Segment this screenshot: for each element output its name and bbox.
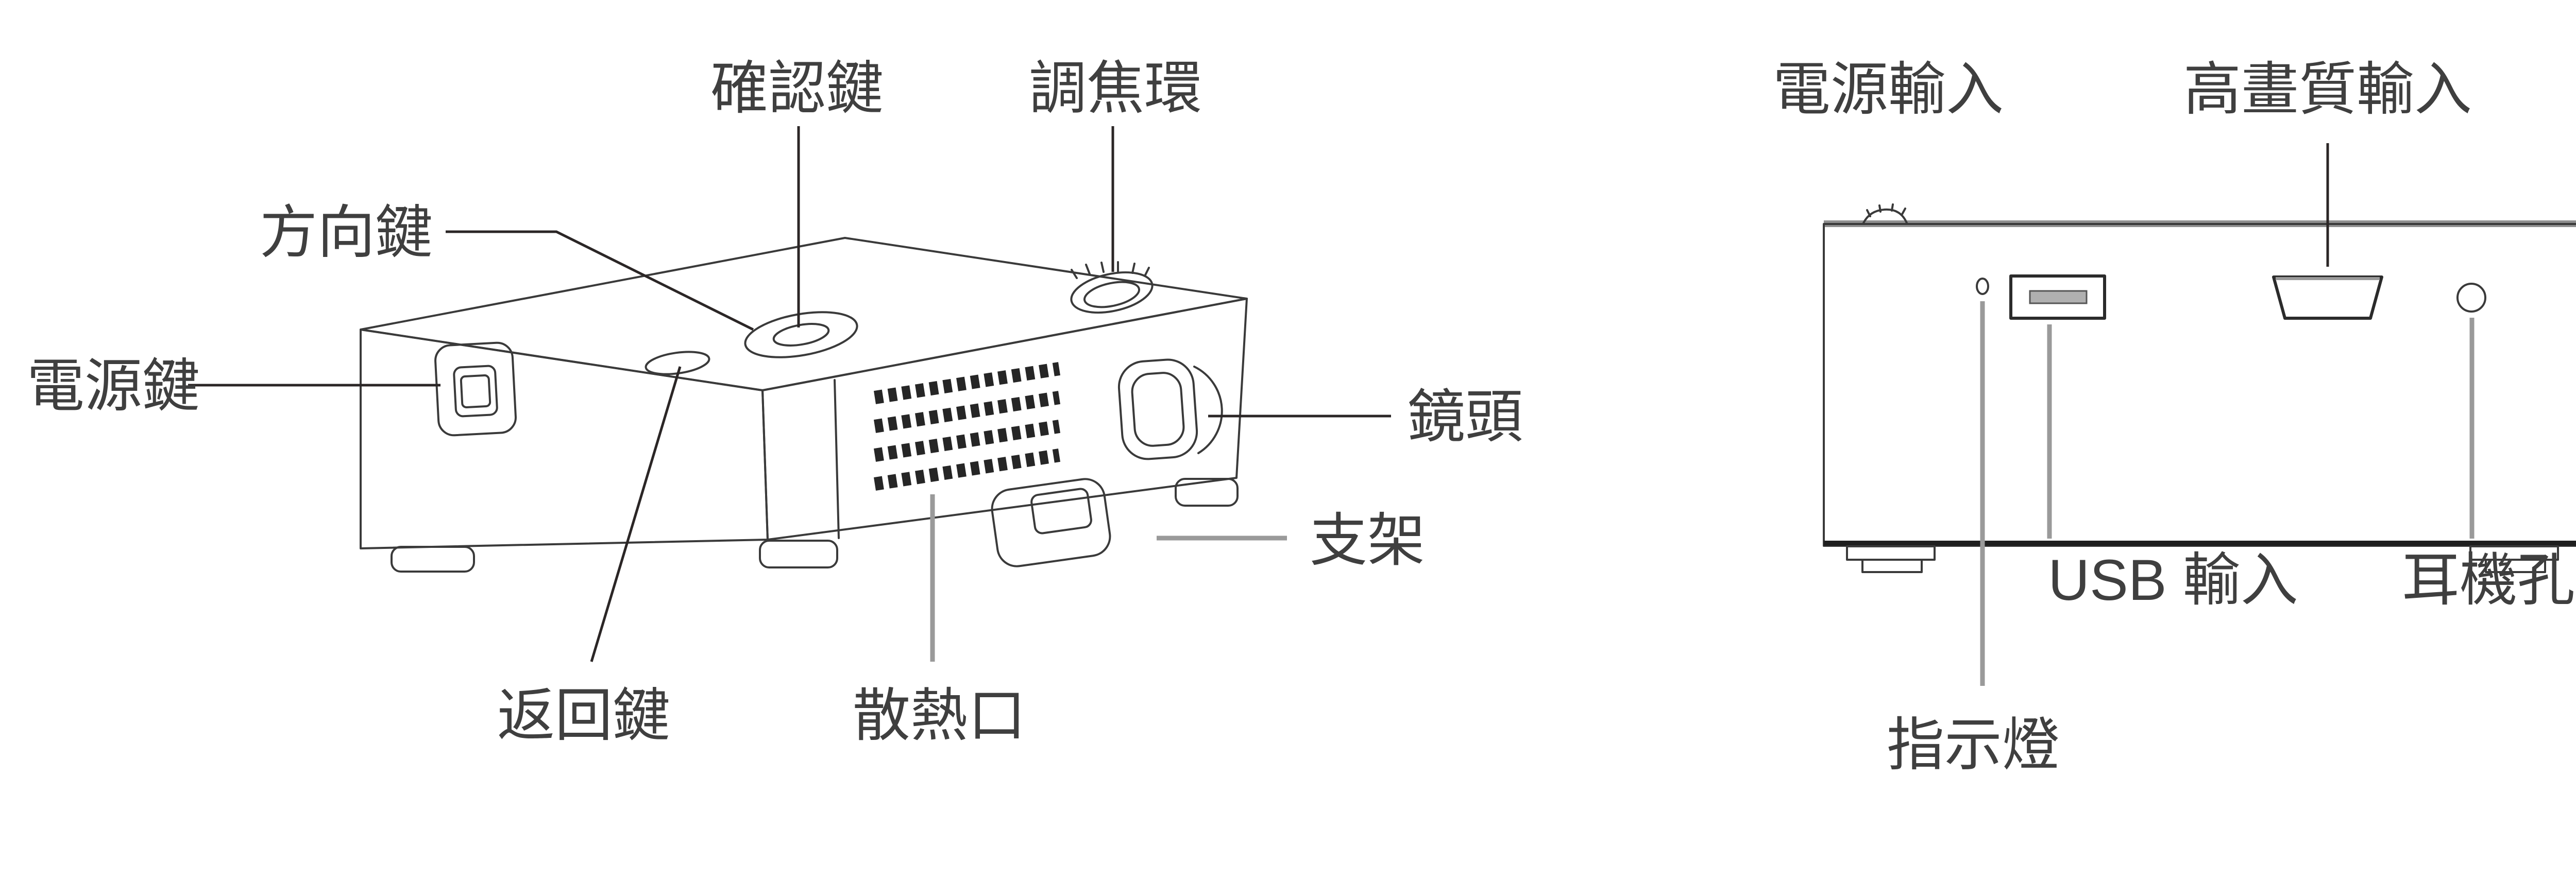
label-headphone-jack: 耳機孔 bbox=[2402, 548, 2575, 612]
label-back-key: 返回鍵 bbox=[497, 683, 670, 748]
label-vent: 散熱口 bbox=[853, 683, 1026, 748]
projector-power-button bbox=[434, 341, 517, 437]
projector-dpad bbox=[744, 311, 858, 358]
label-focus-ring: 調焦環 bbox=[1029, 56, 1202, 120]
label-direction-key: 方向鍵 bbox=[260, 200, 433, 265]
projector-foot-rear bbox=[1175, 478, 1239, 507]
label-hd-input: 高畫質輸入 bbox=[2183, 57, 2472, 122]
projector-foot-front bbox=[759, 540, 838, 568]
back-focus-wheel-bump bbox=[1862, 203, 1908, 224]
projector-perspective-view: 確認鍵 調焦環 方向鍵 電源鍵 鏡頭 支架 返回鍵 散熱口 bbox=[27, 56, 1523, 748]
projector-vent-grille bbox=[873, 362, 1061, 491]
projector-right-face bbox=[761, 298, 1248, 541]
label-power-key: 電源鍵 bbox=[27, 354, 200, 418]
headphone-port bbox=[2456, 283, 2486, 313]
label-indicator-light: 指示燈 bbox=[1887, 713, 2060, 777]
projector-focus-wheel bbox=[1070, 261, 1154, 314]
projector-lens bbox=[1117, 358, 1223, 460]
label-usb-input: USB 輸入 bbox=[2048, 548, 2298, 612]
back-panel-body bbox=[1823, 223, 2576, 547]
projector-front-bevel-line bbox=[834, 379, 840, 539]
label-confirm-key: 確認鍵 bbox=[710, 56, 884, 120]
leader-back-key bbox=[590, 366, 682, 662]
usb-port bbox=[2009, 274, 2106, 320]
hdmi-port bbox=[2272, 275, 2383, 320]
label-stand: 支架 bbox=[1310, 508, 1425, 573]
label-lens: 鏡頭 bbox=[1408, 385, 1523, 449]
label-power-input: 電源輸入 bbox=[1773, 57, 2004, 122]
leader-direction-key bbox=[446, 230, 754, 331]
back-panel-feet bbox=[1846, 545, 2559, 573]
indicator-light bbox=[1976, 278, 1989, 295]
projector-foot-left bbox=[391, 546, 475, 573]
projector-back-view: 電源輸入 高畫質輸入 USB 輸入 耳機孔 指示燈 bbox=[1773, 57, 2576, 777]
projector-stand bbox=[991, 478, 1111, 567]
back-panel-bottom-edge bbox=[1824, 541, 2576, 546]
